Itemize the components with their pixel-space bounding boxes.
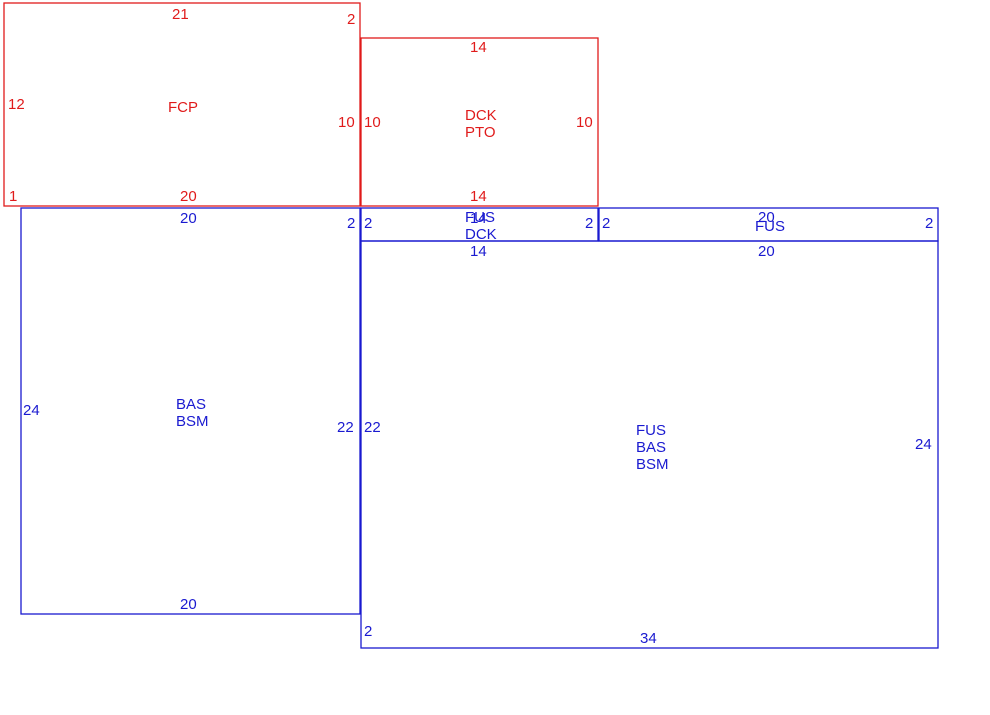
fus-bas-bsm-dim-bottom: 34: [640, 630, 657, 647]
room-outline-fcp: [3, 2, 361, 207]
room-outline-bas-bsm: [20, 207, 361, 615]
fus-strip-dim-bottom: 20: [758, 243, 775, 260]
fus-strip-dim-left: 2: [602, 215, 610, 232]
fcp-dim-bottom: 20: [180, 188, 197, 205]
fus-bas-bsm-dim-corner-bottom-left: 2: [364, 623, 372, 640]
fus-dck-strip-dim-left: 2: [364, 215, 372, 232]
bas-bsm-dim-bottom: 20: [180, 596, 197, 613]
dck-pto-dim-top: 14: [470, 39, 487, 56]
fcp-dim-corner-bottom-left: 1: [9, 188, 17, 205]
fcp-dim-corner-top-right: 2: [347, 11, 355, 28]
fus-dck-strip-room-name-line1: FUS: [465, 209, 495, 226]
bas-bsm-dim-corner-top-right: 2: [347, 215, 355, 232]
bas-bsm-dim-right: 22: [337, 419, 354, 436]
fus-bas-bsm-room-name-line1: FUS: [636, 422, 666, 439]
bas-bsm-dim-left: 24: [23, 402, 40, 419]
dck-pto-dim-left: 10: [364, 114, 381, 131]
fcp-dim-right: 10: [338, 114, 355, 131]
room-outline-dck-pto: [360, 37, 599, 207]
fcp-dim-left: 12: [8, 96, 25, 113]
dck-pto-dim-bottom: 14: [470, 188, 487, 205]
fcp-room-name: FCP: [168, 99, 198, 116]
fus-dck-strip-dim-right: 2: [585, 215, 593, 232]
fus-strip-dim-right: 2: [925, 215, 933, 232]
fus-dck-strip-dim-top: 14: [470, 210, 487, 227]
bas-bsm-room-name-line1: BAS: [176, 396, 206, 413]
fus-bas-bsm-room-name-line3: BSM: [636, 456, 669, 473]
fus-strip-room-name: FUS: [755, 218, 785, 235]
fus-bas-bsm-room-name-line2: BAS: [636, 439, 666, 456]
dck-pto-room-name-line2: PTO: [465, 124, 496, 141]
fus-bas-bsm-dim-left: 22: [364, 419, 381, 436]
fus-dck-strip-room-name-line2: DCK: [465, 226, 497, 243]
fus-strip-dim-top: 20: [758, 209, 775, 226]
bas-bsm-room-name-line2: BSM: [176, 413, 209, 430]
fus-dck-strip-dim-bottom: 14: [470, 243, 487, 260]
fcp-dim-top: 21: [172, 6, 189, 23]
fus-bas-bsm-dim-right: 24: [915, 436, 932, 453]
dck-pto-dim-right: 10: [576, 114, 593, 131]
room-outline-fus-bas-bsm: [360, 240, 939, 649]
dck-pto-room-name-line1: DCK: [465, 107, 497, 124]
bas-bsm-dim-top: 20: [180, 210, 197, 227]
